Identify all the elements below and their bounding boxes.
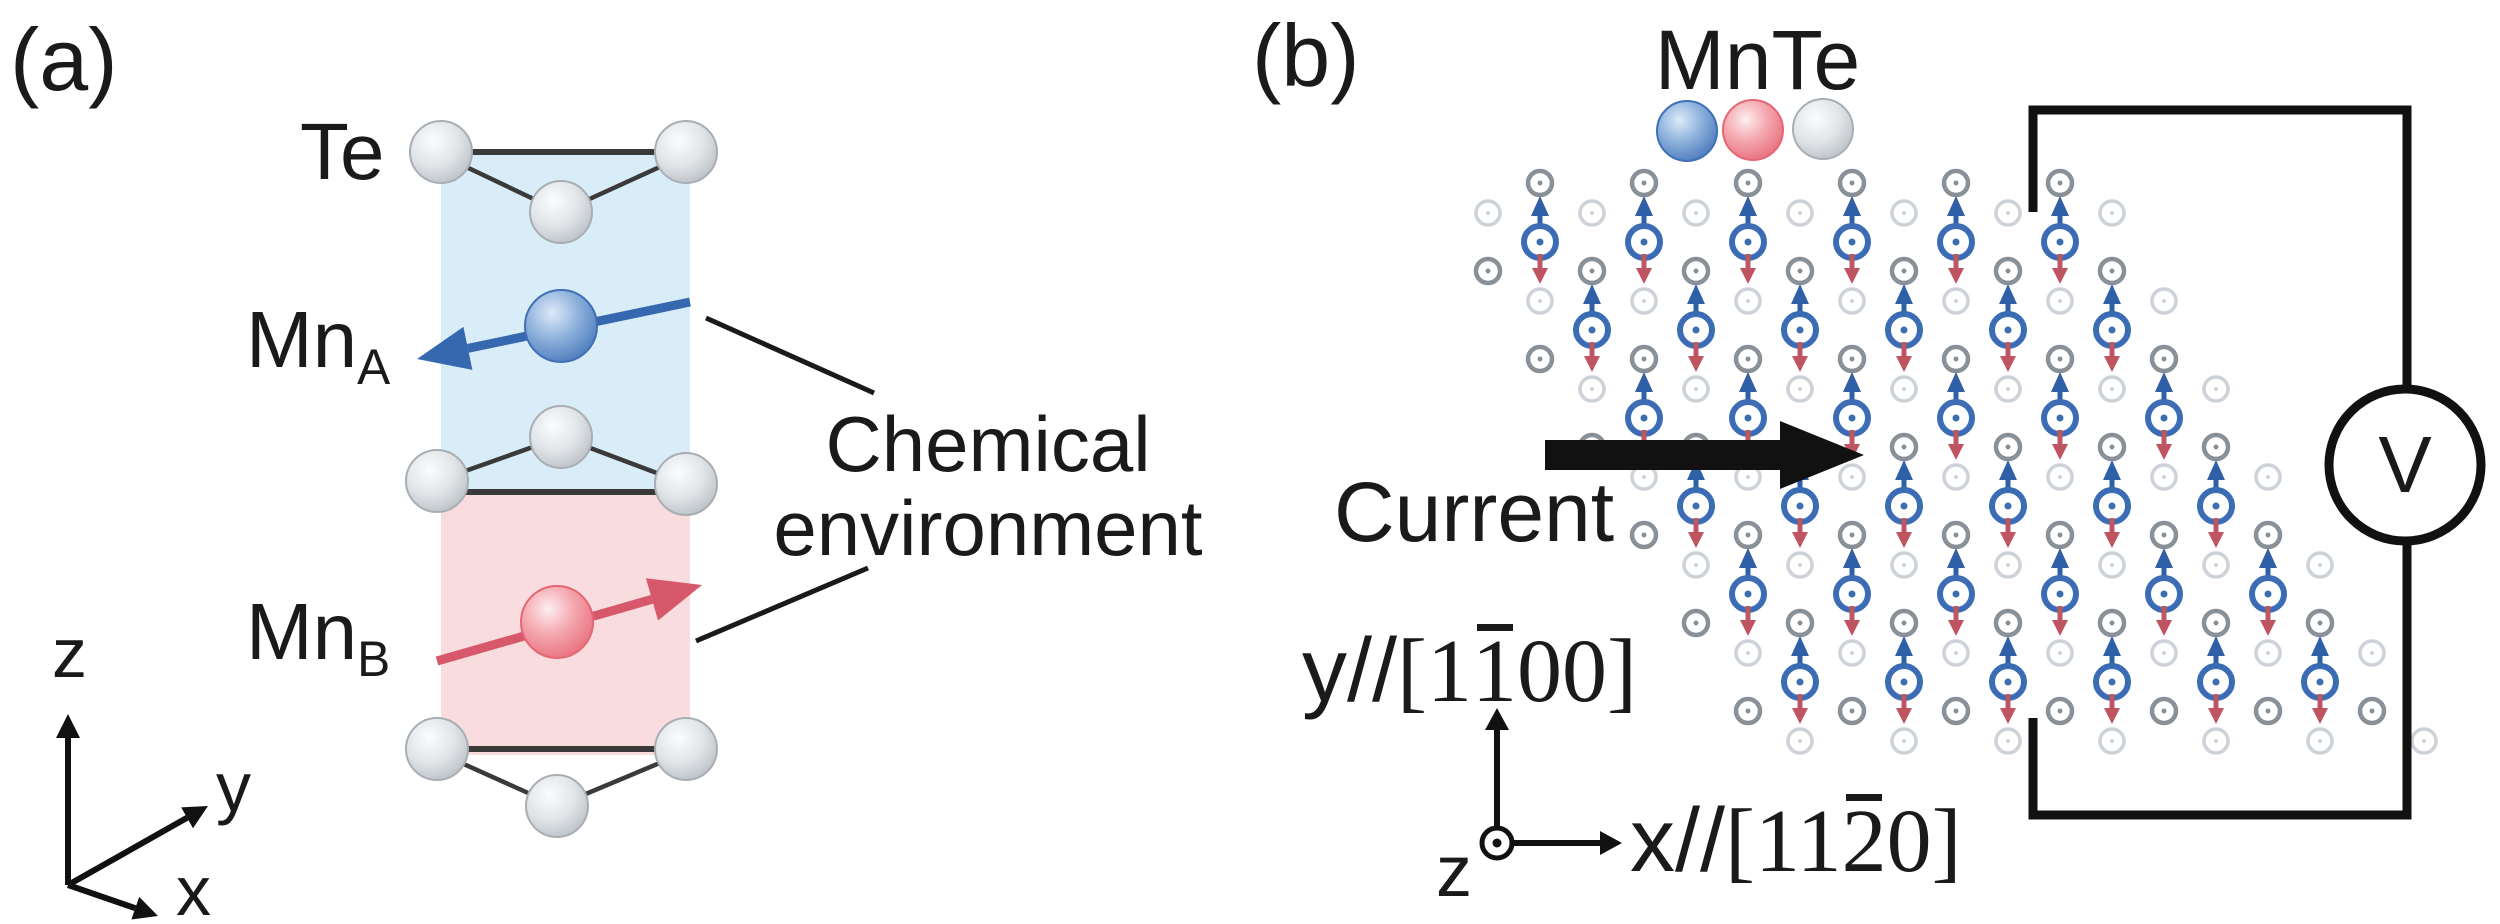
panel-a-z-axis-label: z bbox=[52, 614, 87, 692]
current-label: Current bbox=[1334, 465, 1615, 559]
panel-a-x-axis-label: x bbox=[176, 852, 211, 924]
panel-b-x-axis-miller-label: x//[1120] bbox=[1630, 790, 1962, 894]
voltmeter-circle bbox=[2324, 384, 2486, 546]
panel-b-y-axis-miller-label: y//[1100] bbox=[1302, 620, 1637, 724]
panel-b-label: (b) bbox=[1252, 6, 1360, 105]
mn-b-label: MnB bbox=[246, 587, 391, 687]
voltmeter-label: V bbox=[2378, 420, 2432, 509]
mnte-legend-title: MnTe bbox=[1654, 13, 1861, 107]
panel-b-z-axis-label: z bbox=[1436, 832, 1472, 912]
panel-a-label: (a) bbox=[10, 10, 118, 109]
te-atom-label: Te bbox=[300, 107, 385, 196]
mn-a-label: MnA bbox=[246, 295, 391, 395]
panel-a-y-axis-label: y bbox=[216, 748, 251, 826]
panel-a-crystal bbox=[56, 120, 876, 920]
panel-b-device bbox=[1473, 98, 2486, 861]
